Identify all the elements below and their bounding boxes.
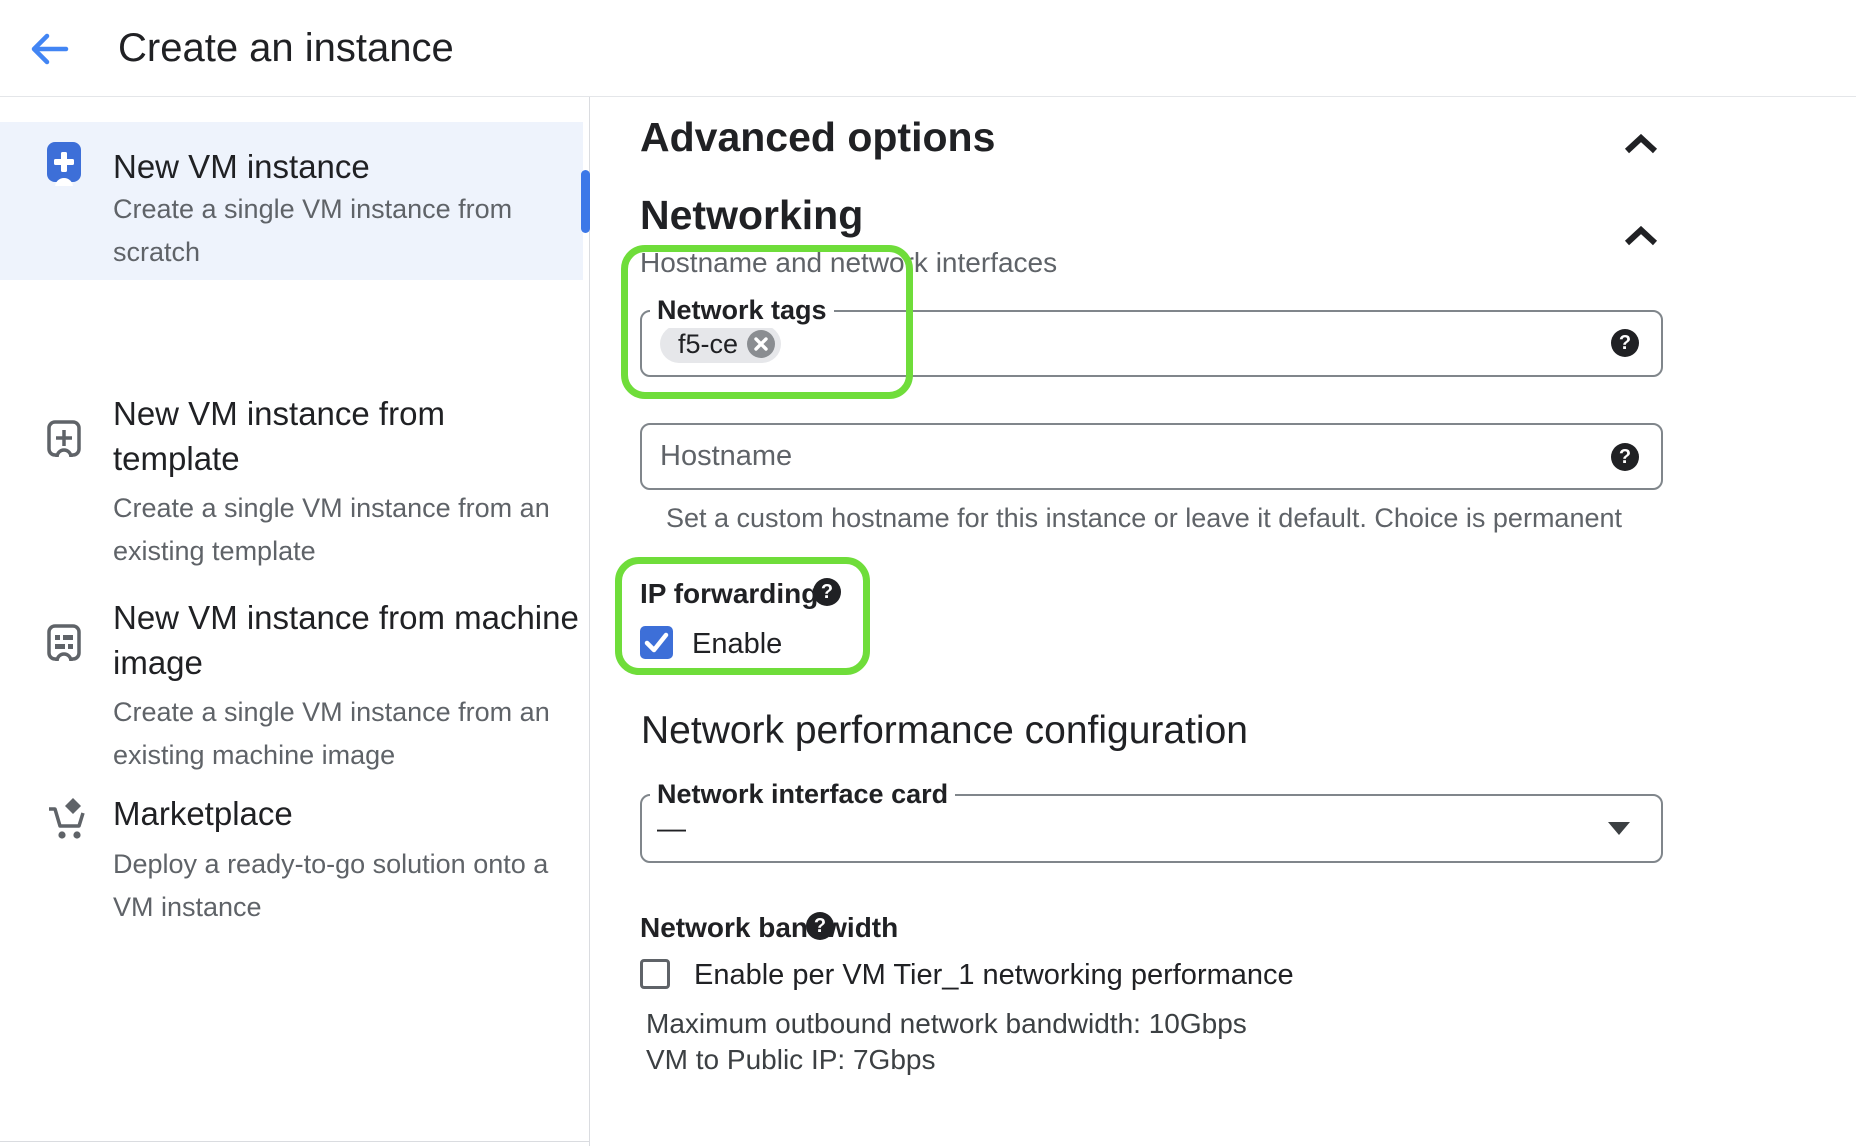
max-outbound-bandwidth-text: Maximum outbound network bandwidth: 10Gb… — [646, 1008, 1247, 1039]
page-header: Create an instance — [0, 0, 1856, 97]
vm-plus-icon — [46, 140, 82, 196]
networking-heading: Networking — [640, 192, 864, 238]
back-arrow-icon[interactable] — [26, 26, 72, 72]
dropdown-caret-icon[interactable] — [1608, 822, 1630, 835]
help-icon[interactable]: ? — [813, 578, 841, 606]
sidebar-item-title: Marketplace — [113, 795, 293, 832]
hostname-field — [640, 423, 1663, 490]
sidebar-item-subtitle: Create a single VM instance from scratch — [113, 194, 513, 267]
collapse-chevron-icon[interactable] — [1623, 225, 1659, 248]
hostname-input[interactable] — [660, 427, 1620, 486]
chip-remove-icon[interactable] — [747, 330, 776, 358]
network-bandwidth-label: Network bandwidth — [640, 912, 899, 943]
network-tags-label: Network tags — [650, 292, 834, 328]
sidebar-item-subtitle: Create a single VM instance from an exis… — [113, 697, 550, 770]
sidebar-item-title: New VM instance from machine image — [113, 599, 579, 681]
collapse-chevron-icon[interactable] — [1623, 133, 1659, 156]
tier1-networking-checkbox[interactable] — [640, 959, 670, 989]
network-tag-chip: f5-ce — [660, 325, 782, 363]
ip-forwarding-label: IP forwarding — [640, 578, 819, 609]
networking-subtitle: Hostname and network interfaces — [640, 247, 1058, 278]
main-content: Advanced options Networking Hostname and… — [591, 97, 1856, 1146]
network-performance-heading: Network performance configuration — [641, 709, 1248, 752]
help-icon[interactable]: ? — [806, 912, 834, 940]
sidebar-item-marketplace[interactable]: Marketplace Deploy a ready-to-go solutio… — [0, 691, 583, 922]
network-interface-card-dropdown[interactable] — [640, 794, 1663, 863]
sidebar-item-title: New VM instance — [113, 148, 370, 185]
sidebar-item-new-vm-instance[interactable]: New VM instance Create a single VM insta… — [0, 122, 583, 280]
sidebar: New VM instance Create a single VM insta… — [0, 97, 590, 1146]
network-interface-card-label: Network interface card — [650, 776, 956, 812]
vm-to-public-ip-text: VM to Public IP: 7Gbps — [646, 1044, 936, 1075]
sidebar-item-subtitle: Deploy a ready-to-go solution onto a VM … — [113, 849, 549, 922]
advanced-options-heading: Advanced options — [640, 114, 996, 160]
help-icon[interactable]: ? — [1611, 443, 1639, 471]
sidebar-item-title: New VM instance from template — [113, 395, 445, 477]
sidebar-item-subtitle: Create a single VM instance from an exis… — [113, 493, 550, 566]
hostname-helper-text: Set a custom hostname for this instance … — [666, 503, 1622, 533]
ip-forwarding-enable-checkbox[interactable] — [640, 626, 673, 659]
page-title: Create an instance — [118, 26, 454, 70]
network-interface-card-value: — — [657, 813, 686, 845]
sidebar-bottom-divider — [0, 1141, 589, 1142]
sidebar-item-new-vm-from-machine-image[interactable]: New VM instance from machine image Creat… — [0, 493, 583, 770]
sidebar-item-new-vm-from-template[interactable]: New VM instance from template Create a s… — [0, 289, 583, 566]
network-tag-chip-label: f5-ce — [678, 328, 739, 359]
machine-image-icon — [46, 623, 82, 668]
vm-template-icon — [46, 419, 82, 464]
ip-forwarding-enable-label: Enable — [692, 628, 783, 660]
sidebar-scroll-indicator[interactable] — [581, 170, 590, 233]
help-icon[interactable]: ? — [1611, 329, 1639, 357]
marketplace-cart-icon — [46, 796, 90, 847]
tier1-networking-label: Enable per VM Tier_1 networking performa… — [694, 959, 1294, 991]
